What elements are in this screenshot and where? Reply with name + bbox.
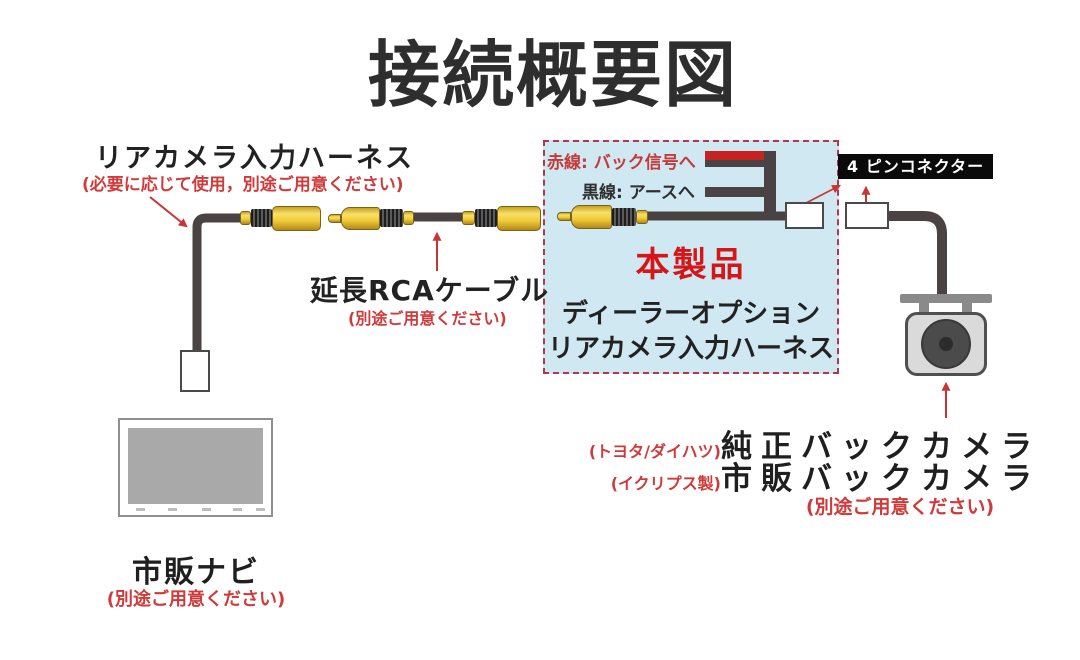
rca-female-connector (240, 205, 321, 231)
navi-note: (別途ご用意ください) (106, 589, 286, 610)
camera-4pin-connector (845, 202, 889, 229)
pin-connector-pointer-left-icon (805, 184, 842, 204)
monitor-button (136, 508, 145, 511)
rca-ring (462, 211, 475, 225)
monitor-button (168, 508, 177, 511)
monitor-button (202, 508, 211, 511)
rca-barrel (272, 205, 321, 231)
rca-ribbed-grip (612, 207, 636, 226)
extension-cable-note: (別途ご用意ください) (348, 309, 507, 328)
rca-body (341, 206, 380, 230)
red-wire (705, 151, 771, 160)
product-description-line2: リアカメラ入力ハーネス (547, 334, 834, 364)
camera-lens-center (939, 337, 953, 351)
monitor-button (256, 508, 265, 511)
camera-cable (888, 211, 947, 297)
camera-lens-icon (921, 319, 971, 369)
oem-camera-label: 純正バックカメラ (721, 429, 1041, 465)
pin-connector-tag: 4 ピンコネクター (838, 154, 994, 179)
rca-pin (328, 213, 341, 223)
black-wire-label: 黒線: アースへ (582, 183, 695, 203)
monitor-button (233, 508, 242, 511)
rca-body (571, 204, 612, 229)
camera-bracket-leg (962, 303, 972, 314)
rca-ring (636, 209, 648, 224)
rca-male-connector (328, 205, 414, 231)
rca-female-connector (462, 205, 541, 231)
camera-note: (別途ご用意ください) (805, 496, 995, 518)
page-title: 接続概要図 (367, 33, 738, 117)
extension-cable-label: 延長RCAケーブル (310, 274, 550, 307)
navi-label: 市販ナビ (132, 555, 260, 590)
rca-ring (403, 211, 414, 225)
navi-connector (180, 350, 210, 392)
navi-harness-cable (192, 213, 250, 352)
navi-monitor-graphic (118, 418, 273, 517)
wire-junction (764, 151, 776, 220)
rear-harness-arrow-icon (149, 196, 188, 228)
rca-ring (240, 211, 251, 225)
camera-bracket (900, 294, 992, 303)
rca-ribbed-grip (251, 209, 272, 227)
product-4pin-connector (785, 202, 824, 229)
rear-harness-label: リアカメラ入力ハーネス (95, 143, 414, 174)
rca-ribbed-grip (475, 209, 497, 227)
oem-camera-prefix: (トヨタ/ダイハツ) (588, 442, 721, 461)
rca-ribbed-grip (380, 209, 403, 227)
backup-camera-graphic (905, 312, 987, 376)
red-wire-shadow (705, 160, 771, 167)
rear-harness-note: (必要に応じて使用，別途ご用意ください) (82, 175, 404, 195)
aftermarket-camera-label: 市販バックカメラ (721, 461, 1041, 497)
product-description-line1: ディーラーオプション (561, 299, 821, 329)
product-dashed-box (543, 140, 839, 374)
red-wire-label: 赤線: バック信号へ (547, 153, 696, 173)
rca-barrel (497, 205, 541, 231)
product-name: 本製品 (635, 245, 747, 285)
monitor-screen (128, 428, 263, 504)
aftermarket-camera-caption: (イクリプス製)市販バックカメラ (560, 453, 1032, 498)
camera-bracket-leg (919, 303, 929, 314)
rca-pin (557, 212, 571, 221)
oem-camera-caption: (トヨタ/ダイハツ)純正バックカメラ (560, 421, 1032, 466)
product-rca-male-connector (557, 203, 648, 230)
aftermarket-camera-prefix: (イクリプス製) (610, 474, 721, 493)
black-wire (705, 187, 767, 197)
